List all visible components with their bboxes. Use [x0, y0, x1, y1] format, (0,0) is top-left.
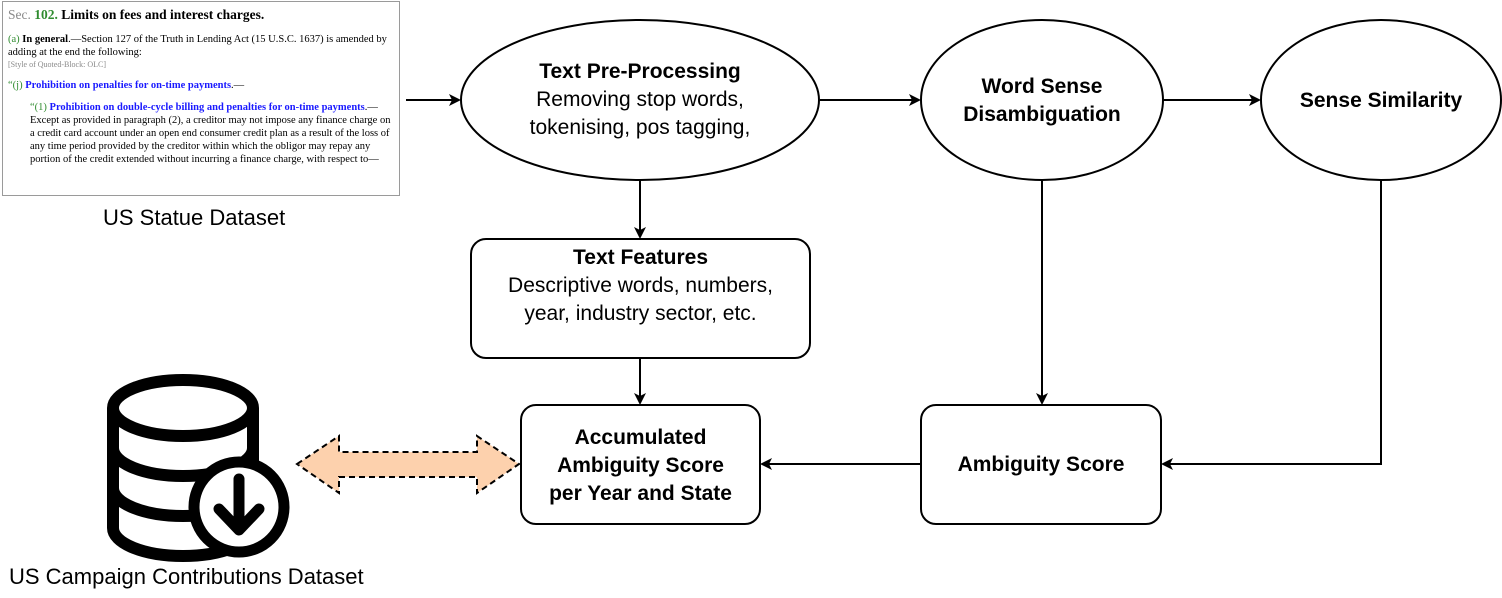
paragraph-j-heading: Prohibition on penalties for on-time pay… [25, 80, 232, 91]
style-tag: [Style of Quoted-Block: OLC] [8, 60, 106, 69]
preprocessing-node: Text Pre-Processing Removing stop words,… [475, 58, 805, 142]
preprocessing-title: Text Pre-Processing [539, 60, 741, 83]
section-heading: Sec. 102. Limits on fees and interest ch… [8, 5, 394, 24]
section-title: Limits on fees and interest charges. [61, 7, 265, 22]
wsd-line1: Word Sense [981, 75, 1103, 98]
double-arrow [295, 434, 521, 495]
statute-document: Sec. 102. Limits on fees and interest ch… [2, 1, 400, 196]
ambiguity-node: Ambiguity Score [923, 450, 1159, 480]
paragraph-a-text: .—Section 127 of the Truth in Lending Ac… [8, 34, 387, 58]
section-number: 102. [34, 7, 58, 22]
accumulated-line1: Accumulated [574, 426, 707, 449]
paragraph-a: (a) In general.—Section 127 of the Truth… [8, 33, 394, 59]
arrow-similarity-to-ambiguity [1161, 180, 1382, 470]
preprocessing-line1: Removing stop words, [536, 88, 744, 111]
accumulated-line3: per Year and State [549, 482, 732, 505]
features-title: Text Features [573, 246, 708, 269]
database-download-icon [107, 374, 290, 562]
features-line1: Descriptive words, numbers, [508, 274, 773, 297]
similarity-node: Sense Similarity [1262, 86, 1500, 116]
paragraph-1-text: .—Except as provided in paragraph (2), a… [30, 102, 391, 165]
preprocessing-line2: tokenising, pos tagging, [529, 116, 751, 139]
paragraph-a-label: (a) [8, 34, 20, 45]
features-line2: year, industry sector, etc. [524, 302, 757, 325]
wsd-line2: Disambiguation [963, 103, 1121, 126]
paragraph-j-dash: .— [231, 80, 245, 91]
section-label: Sec. [8, 7, 31, 22]
features-node: Text Features Descriptive words, numbers… [473, 243, 808, 329]
paragraph-1-label: “(1) [30, 102, 47, 113]
wsd-node: Word Sense Disambiguation [925, 72, 1159, 130]
paragraph-1-heading: Prohibition on double-cycle billing and … [49, 102, 365, 113]
statute-caption: US Statue Dataset [103, 205, 286, 230]
accumulated-line2: Ambiguity Score [557, 454, 724, 477]
paragraph-a-heading: In general [22, 34, 69, 45]
ambiguity-title: Ambiguity Score [957, 453, 1125, 476]
paragraph-j-label: “(j) [8, 80, 23, 91]
similarity-title: Sense Similarity [1299, 89, 1463, 112]
paragraph-1: “(1) Prohibition on double-cycle billing… [30, 101, 394, 166]
database-caption: US Campaign Contributions Dataset [9, 564, 364, 589]
paragraph-j: “(j) Prohibition on penalties for on-tim… [8, 79, 394, 92]
accumulated-node: Accumulated Ambiguity Score per Year and… [523, 423, 758, 509]
